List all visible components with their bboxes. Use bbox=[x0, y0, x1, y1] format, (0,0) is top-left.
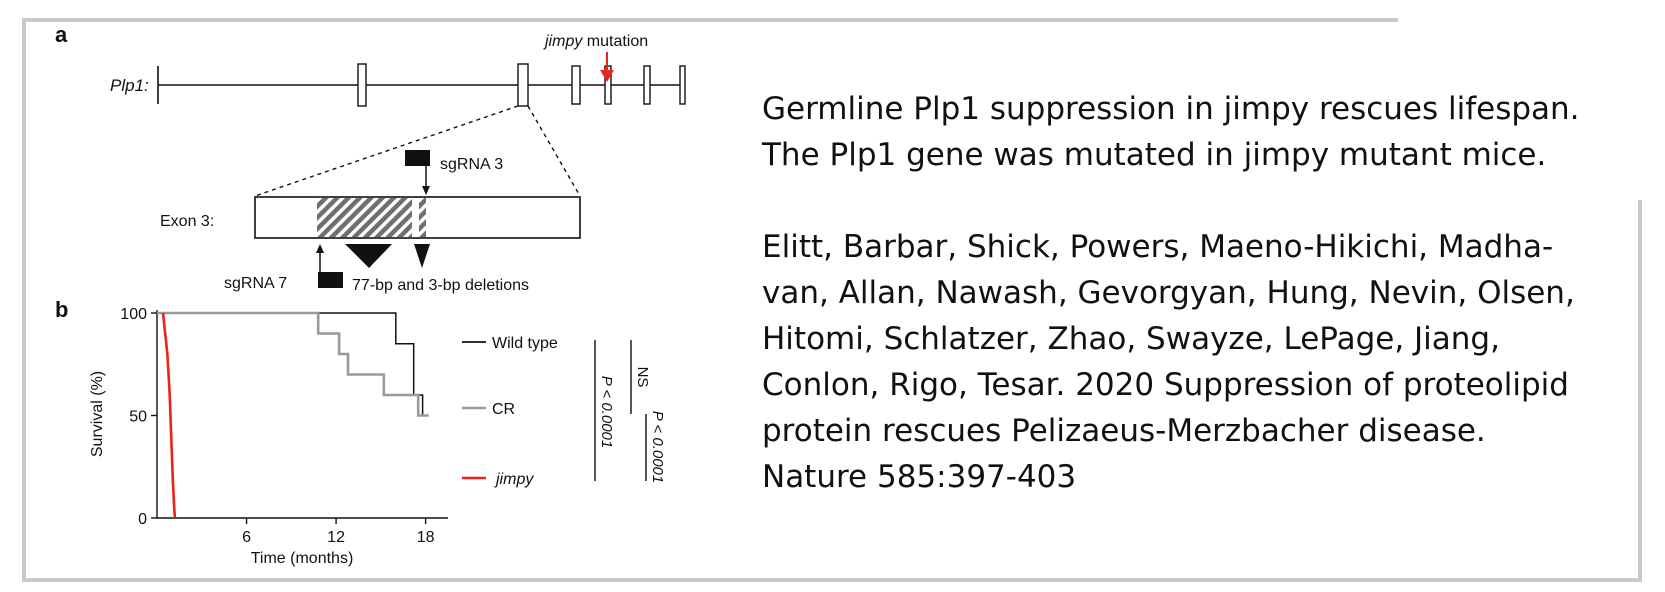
series-line-wild-type bbox=[157, 312, 429, 417]
frame-right-border bbox=[1638, 200, 1642, 582]
figure-caption: Germline Plp1 suppression in jimpy rescu… bbox=[762, 86, 1622, 500]
sgrna7-block bbox=[318, 272, 343, 288]
frame-top-border bbox=[22, 18, 1398, 22]
y-tick-label: 50 bbox=[129, 409, 147, 426]
series-line-cr bbox=[157, 311, 429, 417]
sgrna3-label: sgRNA 3 bbox=[440, 156, 503, 173]
panel-a-letter: a bbox=[55, 22, 68, 47]
citation-line-4: Conlon, Rigo, Tesar. 2020 Suppression of… bbox=[762, 367, 1569, 403]
legend: Wild type CR jimpy bbox=[462, 335, 558, 488]
y-tick-label: 100 bbox=[120, 306, 147, 323]
zoom-line-left bbox=[254, 105, 519, 197]
gene-exon-7 bbox=[679, 65, 686, 105]
exon-3-box bbox=[254, 196, 581, 239]
legend-label-wild-type: Wild type bbox=[492, 335, 558, 352]
citation-line-5: protein rescues Pelizaeus-Merzbacher dis… bbox=[762, 413, 1486, 449]
series-line-jimpy bbox=[161, 312, 177, 519]
deletion-77bp-hatch bbox=[317, 198, 412, 237]
deletion-3bp-hatch bbox=[419, 198, 426, 237]
x-axis-label: Time (months) bbox=[251, 550, 354, 567]
citation-line-6: Nature 585:397-403 bbox=[762, 459, 1077, 495]
deletions-label: 77-bp and 3-bp deletions bbox=[352, 277, 529, 294]
gene-exon-4 bbox=[571, 65, 581, 105]
mutation-arrow-head bbox=[600, 70, 614, 82]
caption-line-1: Germline Plp1 suppression in jimpy rescu… bbox=[762, 91, 1580, 127]
y-tick-label: 0 bbox=[138, 511, 147, 528]
figure-panels: a Plp1: jimpy mutation Exon 3: sgRNA 3 s… bbox=[55, 22, 686, 567]
citation-line-2: van, Allan, Nawash, Gevorgyan, Hung, Nev… bbox=[762, 275, 1575, 311]
gene-label: Plp1: bbox=[110, 76, 149, 95]
frame-bottom-border bbox=[22, 578, 1642, 582]
legend-label-jimpy: jimpy bbox=[494, 471, 534, 488]
x-tick-label: 6 bbox=[242, 529, 251, 546]
deletion-77bp-marker bbox=[345, 244, 392, 268]
gene-exon-3 bbox=[517, 63, 529, 107]
stat-ns: NS bbox=[634, 367, 651, 388]
stat-p-cr-jimpy: P < 0.0001 bbox=[649, 411, 666, 483]
significance-brackets: NS P < 0.0001 P < 0.0001 bbox=[594, 340, 666, 483]
y-ticks: 0 50 100 bbox=[120, 306, 157, 528]
x-ticks: 6 12 18 bbox=[242, 518, 435, 546]
mutation-label: jimpy mutation bbox=[543, 33, 648, 50]
caption-line-2: The Plp1 gene was mutated in jimpy mutan… bbox=[762, 137, 1547, 173]
sgrna7-label: sgRNA 7 bbox=[224, 275, 287, 292]
zoom-line-right bbox=[527, 105, 581, 197]
citation-line-3: Hitomi, Schlatzer, Zhao, Swayze, LePage,… bbox=[762, 321, 1500, 357]
gene-exon-1 bbox=[357, 63, 367, 107]
x-tick-label: 18 bbox=[417, 529, 435, 546]
panel-b-letter: b bbox=[55, 297, 68, 322]
x-tick-label: 12 bbox=[327, 529, 345, 546]
exon-label: Exon 3: bbox=[160, 213, 214, 230]
panel-b: b 0 50 100 6 12 18 Survival (%) Time (months… bbox=[55, 297, 666, 567]
gene-exon-6 bbox=[643, 65, 651, 105]
panel-a: a Plp1: jimpy mutation Exon 3: sgRNA 3 s… bbox=[55, 22, 686, 294]
stat-p-wt-jimpy: P < 0.0001 bbox=[598, 376, 615, 448]
deletion-3bp-marker bbox=[414, 244, 430, 268]
survival-curves bbox=[157, 311, 429, 519]
sgrna3-block bbox=[405, 150, 430, 166]
citation-line-1: Elitt, Barbar, Shick, Powers, Maeno-Hiki… bbox=[762, 229, 1554, 265]
sgrna3-arrow-head bbox=[422, 186, 430, 195]
legend-label-cr: CR bbox=[492, 401, 515, 418]
sgrna7-arrow-head bbox=[316, 244, 324, 253]
frame-left-border bbox=[22, 18, 26, 582]
y-axis-label: Survival (%) bbox=[89, 371, 106, 457]
